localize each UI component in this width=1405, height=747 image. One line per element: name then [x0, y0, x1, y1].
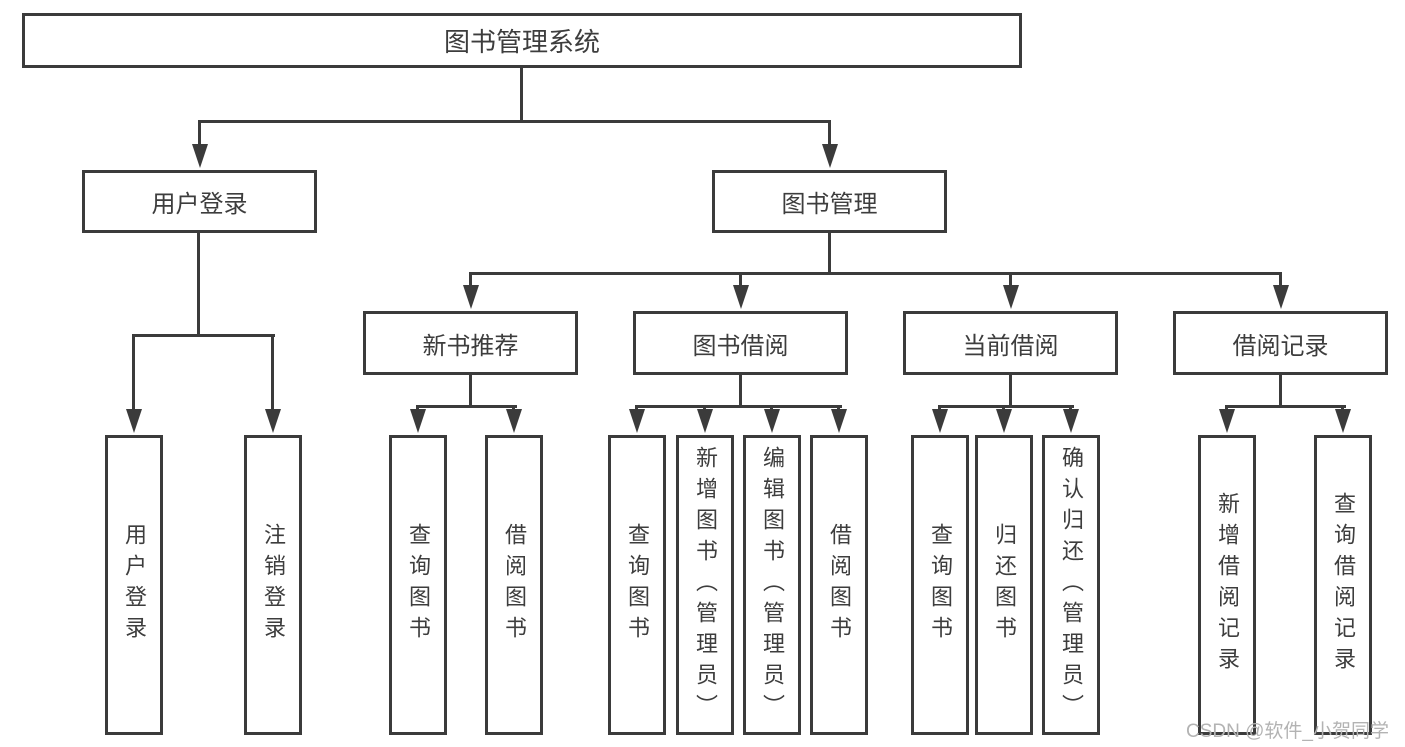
- connector-records-stem: [1279, 375, 1282, 408]
- connector-records-rail: [1225, 405, 1346, 408]
- connector-drop-leaf: [1069, 405, 1072, 412]
- connector-drop-leaf: [703, 405, 706, 412]
- connector-new-rec-stem: [469, 375, 472, 408]
- connector-book-mgmt-stem: [828, 233, 831, 274]
- connector-drop-borrow: [739, 272, 742, 288]
- leaf-edit-books-admin: 编辑图书（管理员）: [743, 435, 801, 735]
- node-label: 查询图书: [625, 523, 650, 647]
- arrowhead: [1003, 285, 1019, 309]
- node-book-borrowing: 图书借阅: [633, 311, 848, 375]
- node-label: 借阅图书: [827, 523, 852, 647]
- leaf-logout: 注销登录: [244, 435, 302, 735]
- connector-drop-leaf: [938, 405, 941, 412]
- leaf-confirm-return-admin: 确认归还（管理员）: [1042, 435, 1100, 735]
- connector-drop-login-leaf: [132, 334, 135, 411]
- connector-book-mgmt-rail: [469, 272, 1282, 275]
- node-label: 用户登录: [122, 523, 147, 647]
- connector-new-rec-rail: [416, 405, 517, 408]
- arrowhead: [463, 285, 479, 309]
- arrowhead: [629, 409, 645, 433]
- node-label: 借阅记录: [1232, 332, 1329, 360]
- connector-drop-new-rec: [469, 272, 472, 288]
- connector-borrow-stem: [739, 375, 742, 408]
- arrowhead: [932, 409, 948, 433]
- leaf-return-books: 归还图书: [975, 435, 1033, 735]
- leaf-user-login: 用户登录: [105, 435, 163, 735]
- connector-drop-records: [1279, 272, 1282, 288]
- node-current-borrowing: 当前借阅: [903, 311, 1118, 375]
- node-label: 查询图书: [928, 523, 953, 647]
- node-label: 注销登录: [261, 523, 286, 647]
- node-book-management: 图书管理: [712, 170, 947, 233]
- connector-current-rail: [938, 405, 1074, 408]
- connector-drop-leaf: [416, 405, 419, 412]
- arrowhead: [831, 409, 847, 433]
- node-label: 查询图书: [406, 523, 431, 647]
- connector-drop-leaf: [1225, 405, 1228, 412]
- arrowhead: [822, 144, 838, 168]
- leaf-query-books-borrow: 查询图书: [608, 435, 666, 735]
- node-new-book-recommend: 新书推荐: [363, 311, 578, 375]
- arrowhead: [996, 409, 1012, 433]
- connector-drop-book-mgmt: [828, 120, 831, 146]
- arrowhead: [506, 409, 522, 433]
- node-label: 当前借阅: [962, 332, 1059, 360]
- leaf-query-books-recommend: 查询图书: [389, 435, 447, 735]
- node-label: 图书管理: [781, 191, 878, 218]
- arrowhead: [764, 409, 780, 433]
- arrowhead: [410, 409, 426, 433]
- connector-drop-leaf: [1341, 405, 1344, 412]
- connector-drop-leaf: [512, 405, 515, 412]
- arrowhead: [192, 144, 208, 168]
- connector-drop-user-login: [198, 120, 201, 146]
- connector-current-stem: [1009, 375, 1012, 408]
- connector-borrow-rail: [635, 405, 842, 408]
- leaf-query-books-current: 查询图书: [911, 435, 969, 735]
- node-label: 归还图书: [992, 523, 1017, 647]
- node-label: 新增借阅记录: [1215, 492, 1240, 678]
- node-label: 新增图书（管理员）: [693, 445, 718, 725]
- leaf-add-books-admin: 新增图书（管理员）: [676, 435, 734, 735]
- arrowhead: [733, 285, 749, 309]
- leaf-borrow-books: 借阅图书: [810, 435, 868, 735]
- node-library-system: 图书管理系统: [22, 13, 1022, 68]
- connector-user-login-stem: [197, 233, 200, 337]
- node-user-login: 用户登录: [82, 170, 317, 233]
- connector-drop-logout-leaf: [271, 334, 274, 411]
- node-label: 图书管理系统: [443, 27, 600, 57]
- connector-drop-leaf: [635, 405, 638, 412]
- arrowhead: [697, 409, 713, 433]
- node-label: 借阅图书: [502, 523, 527, 647]
- arrowhead: [1219, 409, 1235, 433]
- connector-drop-leaf: [770, 405, 773, 412]
- connector-drop-current: [1009, 272, 1012, 288]
- node-label: 用户登录: [151, 191, 248, 218]
- arrowhead: [1335, 409, 1351, 433]
- arrowhead: [126, 409, 142, 433]
- node-label: 确认归还（管理员）: [1059, 445, 1084, 725]
- node-label: 图书借阅: [692, 332, 789, 360]
- node-label: 编辑图书（管理员）: [760, 445, 785, 725]
- node-label: 新书推荐: [422, 332, 519, 360]
- csdn-watermark: CSDN @软件_小贺同学: [1186, 721, 1389, 742]
- leaf-add-borrow-record: 新增借阅记录: [1198, 435, 1256, 735]
- connector-root-stem: [520, 68, 523, 120]
- arrowhead: [265, 409, 281, 433]
- node-label: 查询借阅记录: [1331, 492, 1356, 678]
- arrowhead: [1273, 285, 1289, 309]
- leaf-query-borrow-record: 查询借阅记录: [1314, 435, 1372, 735]
- connector-user-login-rail: [132, 334, 275, 337]
- arrowhead: [1063, 409, 1079, 433]
- connector-root-rail: [198, 120, 831, 123]
- leaf-borrow-books-recommend: 借阅图书: [485, 435, 543, 735]
- connector-drop-leaf: [837, 405, 840, 412]
- node-borrowing-records: 借阅记录: [1173, 311, 1388, 375]
- connector-drop-leaf: [1002, 405, 1005, 412]
